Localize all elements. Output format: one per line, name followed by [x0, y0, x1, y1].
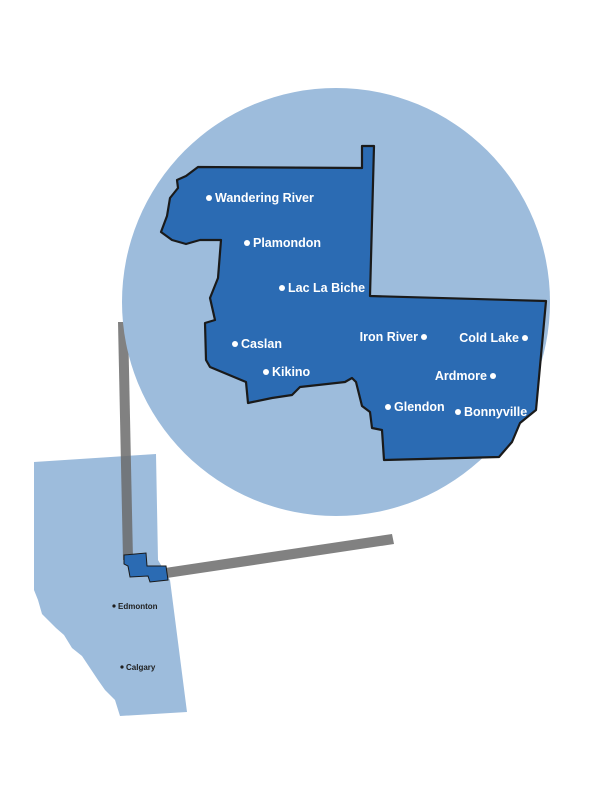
connector-line-right — [165, 534, 394, 578]
town-label-plamondon: Plamondon — [253, 236, 321, 250]
town-dot-wandering-river — [206, 195, 212, 201]
connector-line-left — [118, 322, 133, 560]
town-dot-iron-river — [421, 334, 427, 340]
inset-town-dots — [206, 195, 528, 415]
town-label-lac-la-biche: Lac La Biche — [288, 281, 365, 295]
town-dot-ardmore — [490, 373, 496, 379]
town-label-ardmore: Ardmore — [435, 369, 487, 383]
town-dot-plamondon — [244, 240, 250, 246]
town-label-glendon: Glendon — [394, 400, 445, 414]
city-dot-calgary — [120, 665, 124, 669]
region-inset — [159, 144, 548, 462]
town-dot-caslan — [232, 341, 238, 347]
city-label-calgary: Calgary — [126, 663, 156, 672]
town-label-cold-lake: Cold Lake — [459, 331, 519, 345]
town-label-caslan: Caslan — [241, 337, 282, 351]
town-label-kikino: Kikino — [272, 365, 311, 379]
town-dot-glendon — [385, 404, 391, 410]
town-label-bonnyville: Bonnyville — [464, 405, 527, 419]
alberta-province — [34, 454, 187, 716]
town-dot-lac-la-biche — [279, 285, 285, 291]
city-label-edmonton: Edmonton — [118, 602, 158, 611]
region-highlight-small — [123, 552, 169, 583]
town-dot-bonnyville — [455, 409, 461, 415]
town-dot-kikino — [263, 369, 269, 375]
city-dot-edmonton — [112, 604, 116, 608]
town-dot-cold-lake — [522, 335, 528, 341]
town-label-iron-river: Iron River — [360, 330, 418, 344]
town-label-wandering-river: Wandering River — [215, 191, 314, 205]
